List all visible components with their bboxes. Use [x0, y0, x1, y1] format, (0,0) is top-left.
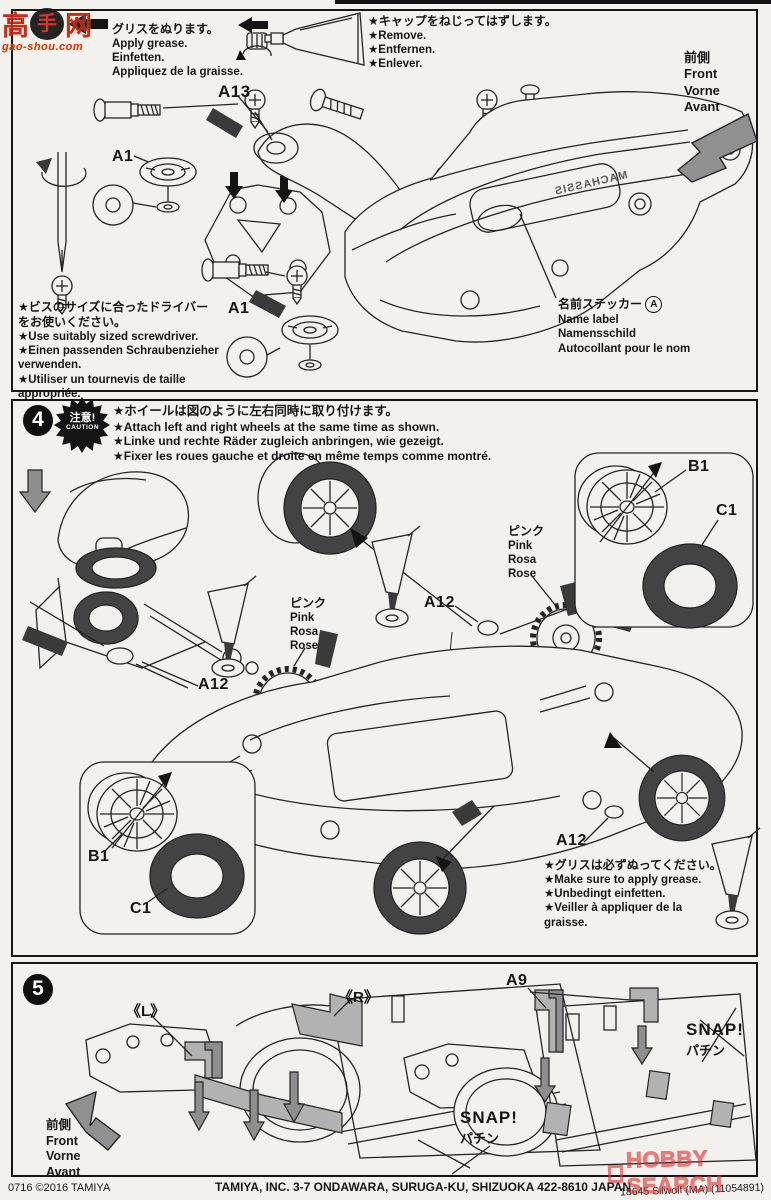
part-label-a13: A13 — [218, 82, 251, 101]
name-label-note: 名前ステッカー A Name label Namensschild Autoco… — [558, 296, 691, 355]
part-label-a12-bottom: A12 — [556, 832, 587, 849]
part-label-a12-center: A12 — [424, 594, 455, 611]
screwdriver-icon — [36, 152, 87, 315]
part-label-c1-top: C1 — [716, 502, 738, 519]
front-arrow-icon — [676, 113, 758, 183]
roller-a1-bottom-icon — [201, 258, 339, 378]
footer-copyright: 0716 ©2016 TAMIYA — [8, 1182, 111, 1194]
front-note-step5: 前側 Front Vorne Avant — [46, 1118, 81, 1179]
panel-step4-border — [11, 399, 758, 957]
label-left-part: 《L》 — [126, 1003, 166, 1020]
part-label-a9: A9 — [506, 972, 528, 989]
watermark-top-left: 高 手 网 gao-shou.com — [2, 4, 92, 53]
watermark-bottom-right: HOBBY SEARCH — [607, 1144, 771, 1200]
part-label-b1-bottom: B1 — [88, 848, 110, 865]
circled-a-badge: A — [645, 296, 663, 313]
box-wheel-bottom-left — [79, 761, 256, 935]
grease-point-left-icon — [22, 575, 257, 689]
rear-wheel-icons — [373, 732, 726, 935]
caution-badge-text: 注意! CAUTION — [65, 412, 100, 432]
part-label-a12-left: A12 — [198, 676, 229, 693]
front-note-top: 前側 Front Vorne Avant — [684, 50, 720, 114]
step4-instructions: ★ホイールは図のように左右同時に取り付けます。 ★Attach left and… — [113, 404, 492, 464]
caution-badge — [54, 397, 110, 453]
step-number-5: 5 — [23, 974, 53, 1005]
panel-top-border — [11, 9, 758, 392]
label-right-part: 《R》 — [338, 989, 379, 1006]
pink-note-left: ピンク Pink Rosa Rose — [290, 596, 327, 653]
footer-address: TAMIYA, INC. 3-7 ONDAWARA, SURUGA-KU, SH… — [215, 1180, 632, 1194]
cap-note: ★キャップをねじってはずします。 ★Remove. ★Entfernen. ★E… — [368, 14, 557, 71]
panel-step5-border — [11, 962, 758, 1177]
watermark-logo-icon: 手 — [30, 7, 64, 40]
tube-cap-icon — [236, 17, 272, 60]
snap-note-right: SNAP! パチン — [686, 1020, 744, 1058]
chassis-rear-right-view — [403, 987, 757, 1175]
chassis-top-icon: MACHASSIS — [344, 91, 754, 343]
grease-arrow-icon — [68, 14, 108, 34]
watermark-grid-icon — [607, 1164, 624, 1184]
screwdriver-note: ★ビスのサイズに合ったドライバー をお使いください。 ★Use suitably… — [18, 300, 219, 400]
grease-note: グリスをぬります。 Apply grease. Einfetten. Appli… — [112, 22, 244, 79]
grease-tube-icon — [264, 12, 365, 66]
screw-row-icons — [93, 84, 540, 138]
part-label-a1-bottom: A1 — [228, 300, 250, 317]
front-arrow-step5-icon — [64, 1090, 122, 1151]
chassis-rear-left-view — [85, 983, 601, 1159]
part-label-b1-top: B1 — [688, 458, 710, 475]
chassis-bottom-icon — [149, 645, 743, 870]
step4-grease-note: ★グリスは必ずぬってください。 ★Make sure to apply grea… — [544, 858, 722, 929]
step-number-4: 4 — [23, 405, 53, 436]
pink-note-right: ピンク Pink Rosa Rose — [508, 524, 545, 581]
page-cut-bar — [335, 0, 771, 4]
snap-note-left: SNAP! パチン — [460, 1108, 518, 1146]
box-wheel-top-right — [574, 452, 754, 629]
part-label-a1-top: A1 — [112, 148, 134, 165]
hand-press-icon — [18, 469, 259, 675]
part-label-c1-bottom: C1 — [130, 900, 152, 917]
roller-a1-top-icon — [92, 155, 197, 226]
